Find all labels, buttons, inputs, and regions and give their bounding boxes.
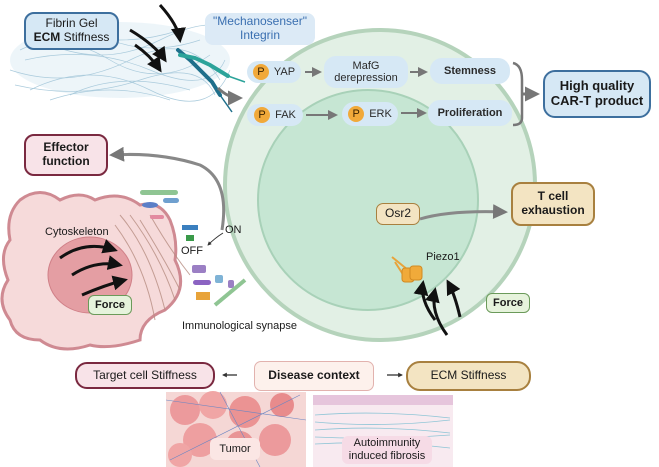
- car-t-product-box: High quality CAR-T product: [543, 70, 651, 118]
- osr2-exhaustion-arrow: [419, 204, 508, 221]
- target-cell-stiffness-label: Target cell Stiffness: [93, 367, 197, 382]
- immunological-synapse-label: Immunological synapse: [182, 320, 297, 332]
- effector-function-box: Effector function: [24, 134, 108, 176]
- t-cell-label: T cell: [537, 189, 569, 204]
- cytoskeleton-force-arrows: [59, 239, 128, 297]
- proliferation-node: Proliferation: [428, 100, 512, 126]
- ecm-stiffness-line: ECM Stiffness: [33, 30, 110, 45]
- synapse-receptors: [140, 190, 247, 307]
- target-cell-stiffness-box: Target cell Stiffness: [75, 362, 215, 389]
- integrin-to-fak-arrow: [216, 86, 243, 106]
- erk-node: P ERK: [342, 102, 398, 126]
- integrin-glyph: [176, 48, 246, 113]
- erk-label: ERK: [369, 107, 392, 120]
- on-label: ON: [225, 224, 242, 236]
- fibrin-gel-label: Fibrin Gel: [45, 16, 98, 31]
- mafg-node: MafG derepression: [324, 56, 408, 88]
- cytoskeleton-label: Cytoskeleton: [45, 226, 109, 238]
- phospho-badge: P: [348, 106, 365, 122]
- stemness-label: Stemness: [444, 64, 496, 77]
- on-off-arrow: [207, 232, 224, 246]
- ecm-stiffness-label: ECM Stiffness: [430, 368, 507, 383]
- piezo1-channel: [391, 256, 423, 283]
- force-box-left: Force: [88, 295, 132, 315]
- effector-arrow: [109, 146, 226, 231]
- fak-node: P FAK: [247, 104, 303, 126]
- ecm-stiffness-box: ECM Stiffness: [406, 361, 531, 391]
- proliferation-label: Proliferation: [437, 106, 503, 119]
- ecm-bold: ECM: [33, 30, 61, 44]
- effector-label: Effector: [43, 140, 89, 155]
- disease-context-box: Disease context: [254, 361, 374, 391]
- force-label-right: Force: [493, 296, 523, 309]
- pathway-arrows: [305, 61, 540, 127]
- off-label: OFF: [181, 245, 203, 257]
- osr2-node: Osr2: [376, 203, 420, 225]
- fibrin-gel-ecm-box: Fibrin Gel ECM Stiffness: [24, 12, 119, 50]
- integrin-label-box: "Mechanosenser" Integrin: [205, 13, 315, 45]
- tumor-label-box: Tumor: [210, 438, 260, 460]
- piezo1-label: Piezo1: [426, 251, 460, 263]
- derepression-label: derepression: [334, 72, 398, 84]
- exhaustion-label: exhaustion: [521, 203, 585, 217]
- yap-node: P YAP: [247, 61, 301, 83]
- ecm-force-arrows: [129, 3, 186, 73]
- mechanosenser-label: "Mechanosenser": [213, 14, 307, 29]
- fak-label: FAK: [275, 108, 296, 121]
- integrin-label: Integrin: [239, 28, 281, 42]
- function-label: function: [42, 154, 90, 168]
- force-label-left: Force: [95, 298, 125, 311]
- mafg-label: MafG: [352, 59, 380, 72]
- autoimmunity-label: Autoimmunity: [353, 437, 421, 450]
- high-quality-label: High quality: [559, 78, 635, 94]
- disease-context-label: Disease context: [268, 368, 360, 383]
- tumor-label: Tumor: [219, 442, 251, 455]
- osr2-label: Osr2: [384, 206, 411, 221]
- phospho-badge: P: [254, 107, 271, 123]
- piezo-force-arrows: [413, 279, 462, 336]
- fibrosis-label-box: Autoimmunity induced fibrosis: [342, 436, 432, 464]
- t-cell-nucleus: [257, 89, 479, 311]
- yap-label: YAP: [273, 65, 296, 78]
- induced-fibrosis-label: induced fibrosis: [348, 450, 426, 462]
- car-t-label: CAR-T product: [550, 93, 644, 108]
- phospho-badge: P: [252, 64, 269, 80]
- stemness-node: Stemness: [430, 58, 510, 84]
- stiffness-text: Stiffness: [60, 30, 110, 44]
- t-cell-exhaustion-box: T cell exhaustion: [511, 182, 595, 226]
- cytoskeleton-fibers: [114, 214, 191, 321]
- force-box-right: Force: [486, 293, 530, 313]
